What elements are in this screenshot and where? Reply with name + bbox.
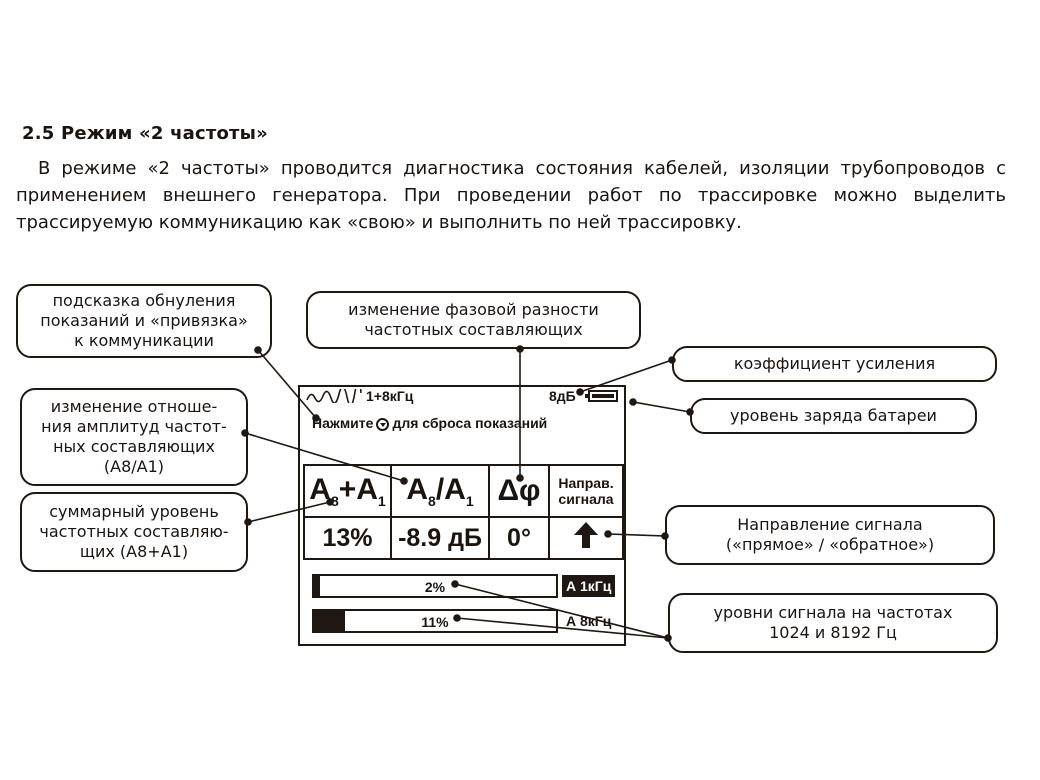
value-ratio: -8.9 дБ bbox=[390, 516, 490, 560]
callout-levels: уровни сигнала на частотах 1024 и 8192 Г… bbox=[668, 593, 998, 653]
callout-line: суммарный уровень bbox=[49, 502, 219, 521]
callout-direction: Направление сигнала («прямое» / «обратно… bbox=[665, 505, 995, 565]
signal-wave-icon bbox=[306, 389, 362, 403]
callout-line: уровень заряда батареи bbox=[730, 406, 937, 425]
hint-text-after: для сброса показаний bbox=[392, 415, 548, 431]
header-phase: Δφ bbox=[488, 464, 550, 518]
gain-value: 8дБ bbox=[549, 388, 576, 404]
down-button-icon bbox=[376, 418, 390, 431]
level-fill bbox=[314, 576, 320, 596]
level-bar-1khz: 2% bbox=[312, 574, 558, 598]
callout-line: изменение отноше- bbox=[50, 397, 218, 416]
battery-icon bbox=[585, 390, 618, 402]
value-direction bbox=[548, 516, 624, 560]
reset-hint: Нажмите для сброса показаний bbox=[312, 415, 547, 431]
header-ratio: A8/A1 bbox=[390, 464, 490, 518]
value-phase: 0° bbox=[488, 516, 550, 560]
arrow-up-icon bbox=[574, 521, 598, 548]
level-percent: 11% bbox=[421, 614, 449, 630]
callout-line: ных составляющих bbox=[53, 437, 215, 456]
callout-sum-level: суммарный уровень частотных составляю- щ… bbox=[20, 492, 248, 572]
section-heading: 2.5 Режим «2 частоты» bbox=[22, 123, 268, 144]
callout-line: уровни сигнала на частотах bbox=[713, 603, 953, 622]
section-paragraph: В режиме «2 частоты» проводится диагност… bbox=[16, 155, 1006, 236]
callout-line: («прямое» / «обратное») bbox=[725, 535, 935, 554]
callout-line: частотных составляющих bbox=[364, 320, 583, 339]
status-bar: 1+8кГц 8дБ bbox=[300, 387, 624, 407]
callout-line: изменение фазовой разности bbox=[348, 300, 599, 319]
frequency-label: 1+8кГц bbox=[366, 388, 414, 404]
callout-line: Направление сигнала bbox=[737, 515, 923, 534]
callout-line: к коммуникации bbox=[74, 331, 214, 350]
callout-line: частотных составляю- bbox=[39, 522, 229, 541]
direction-header-text: Направ.сигнала bbox=[558, 475, 614, 507]
value-sum: 13% bbox=[303, 516, 392, 560]
callout-line: 1024 и 8192 Гц bbox=[769, 623, 897, 642]
callout-gain: коэффициент усиления bbox=[672, 346, 997, 382]
callout-battery: уровень заряда батареи bbox=[690, 398, 977, 434]
freq-tag-8khz: А 8кГц bbox=[566, 613, 612, 629]
callout-ratio-change: изменение отноше- ния амплитуд частот- н… bbox=[20, 388, 248, 486]
device-screen: 1+8кГц 8дБ Нажмите для сброса показаний A… bbox=[298, 385, 626, 646]
level-fill bbox=[314, 611, 345, 631]
callout-line: показаний и «привязка» bbox=[40, 311, 248, 330]
callout-phase-change: изменение фазовой разности частотных сос… bbox=[306, 291, 641, 349]
callout-line: щих (А8+А1) bbox=[79, 542, 189, 561]
callout-line: ния амплитуд частот- bbox=[41, 417, 227, 436]
level-percent: 2% bbox=[424, 579, 446, 595]
header-sum: A8+A1 bbox=[303, 464, 392, 518]
callout-reset-hint: подсказка обнуления показаний и «привязк… bbox=[16, 284, 272, 358]
measurement-table: A8+A1 A8/A1 Δφ Направ.сигнала 13% -8.9 д… bbox=[303, 464, 624, 560]
callout-line: (А8/А1) bbox=[103, 457, 165, 476]
paragraph-text: В режиме «2 частоты» проводится диагност… bbox=[16, 158, 1006, 233]
freq-tag-1khz: А 1кГц bbox=[562, 575, 616, 597]
header-direction: Направ.сигнала bbox=[548, 464, 624, 518]
callout-line: подсказка обнуления bbox=[52, 291, 236, 310]
level-bar-8khz: 11% bbox=[312, 609, 558, 633]
hint-text-before: Нажмите bbox=[312, 415, 374, 431]
battery-fill bbox=[592, 394, 614, 398]
callout-line: коэффициент усиления bbox=[733, 354, 936, 373]
